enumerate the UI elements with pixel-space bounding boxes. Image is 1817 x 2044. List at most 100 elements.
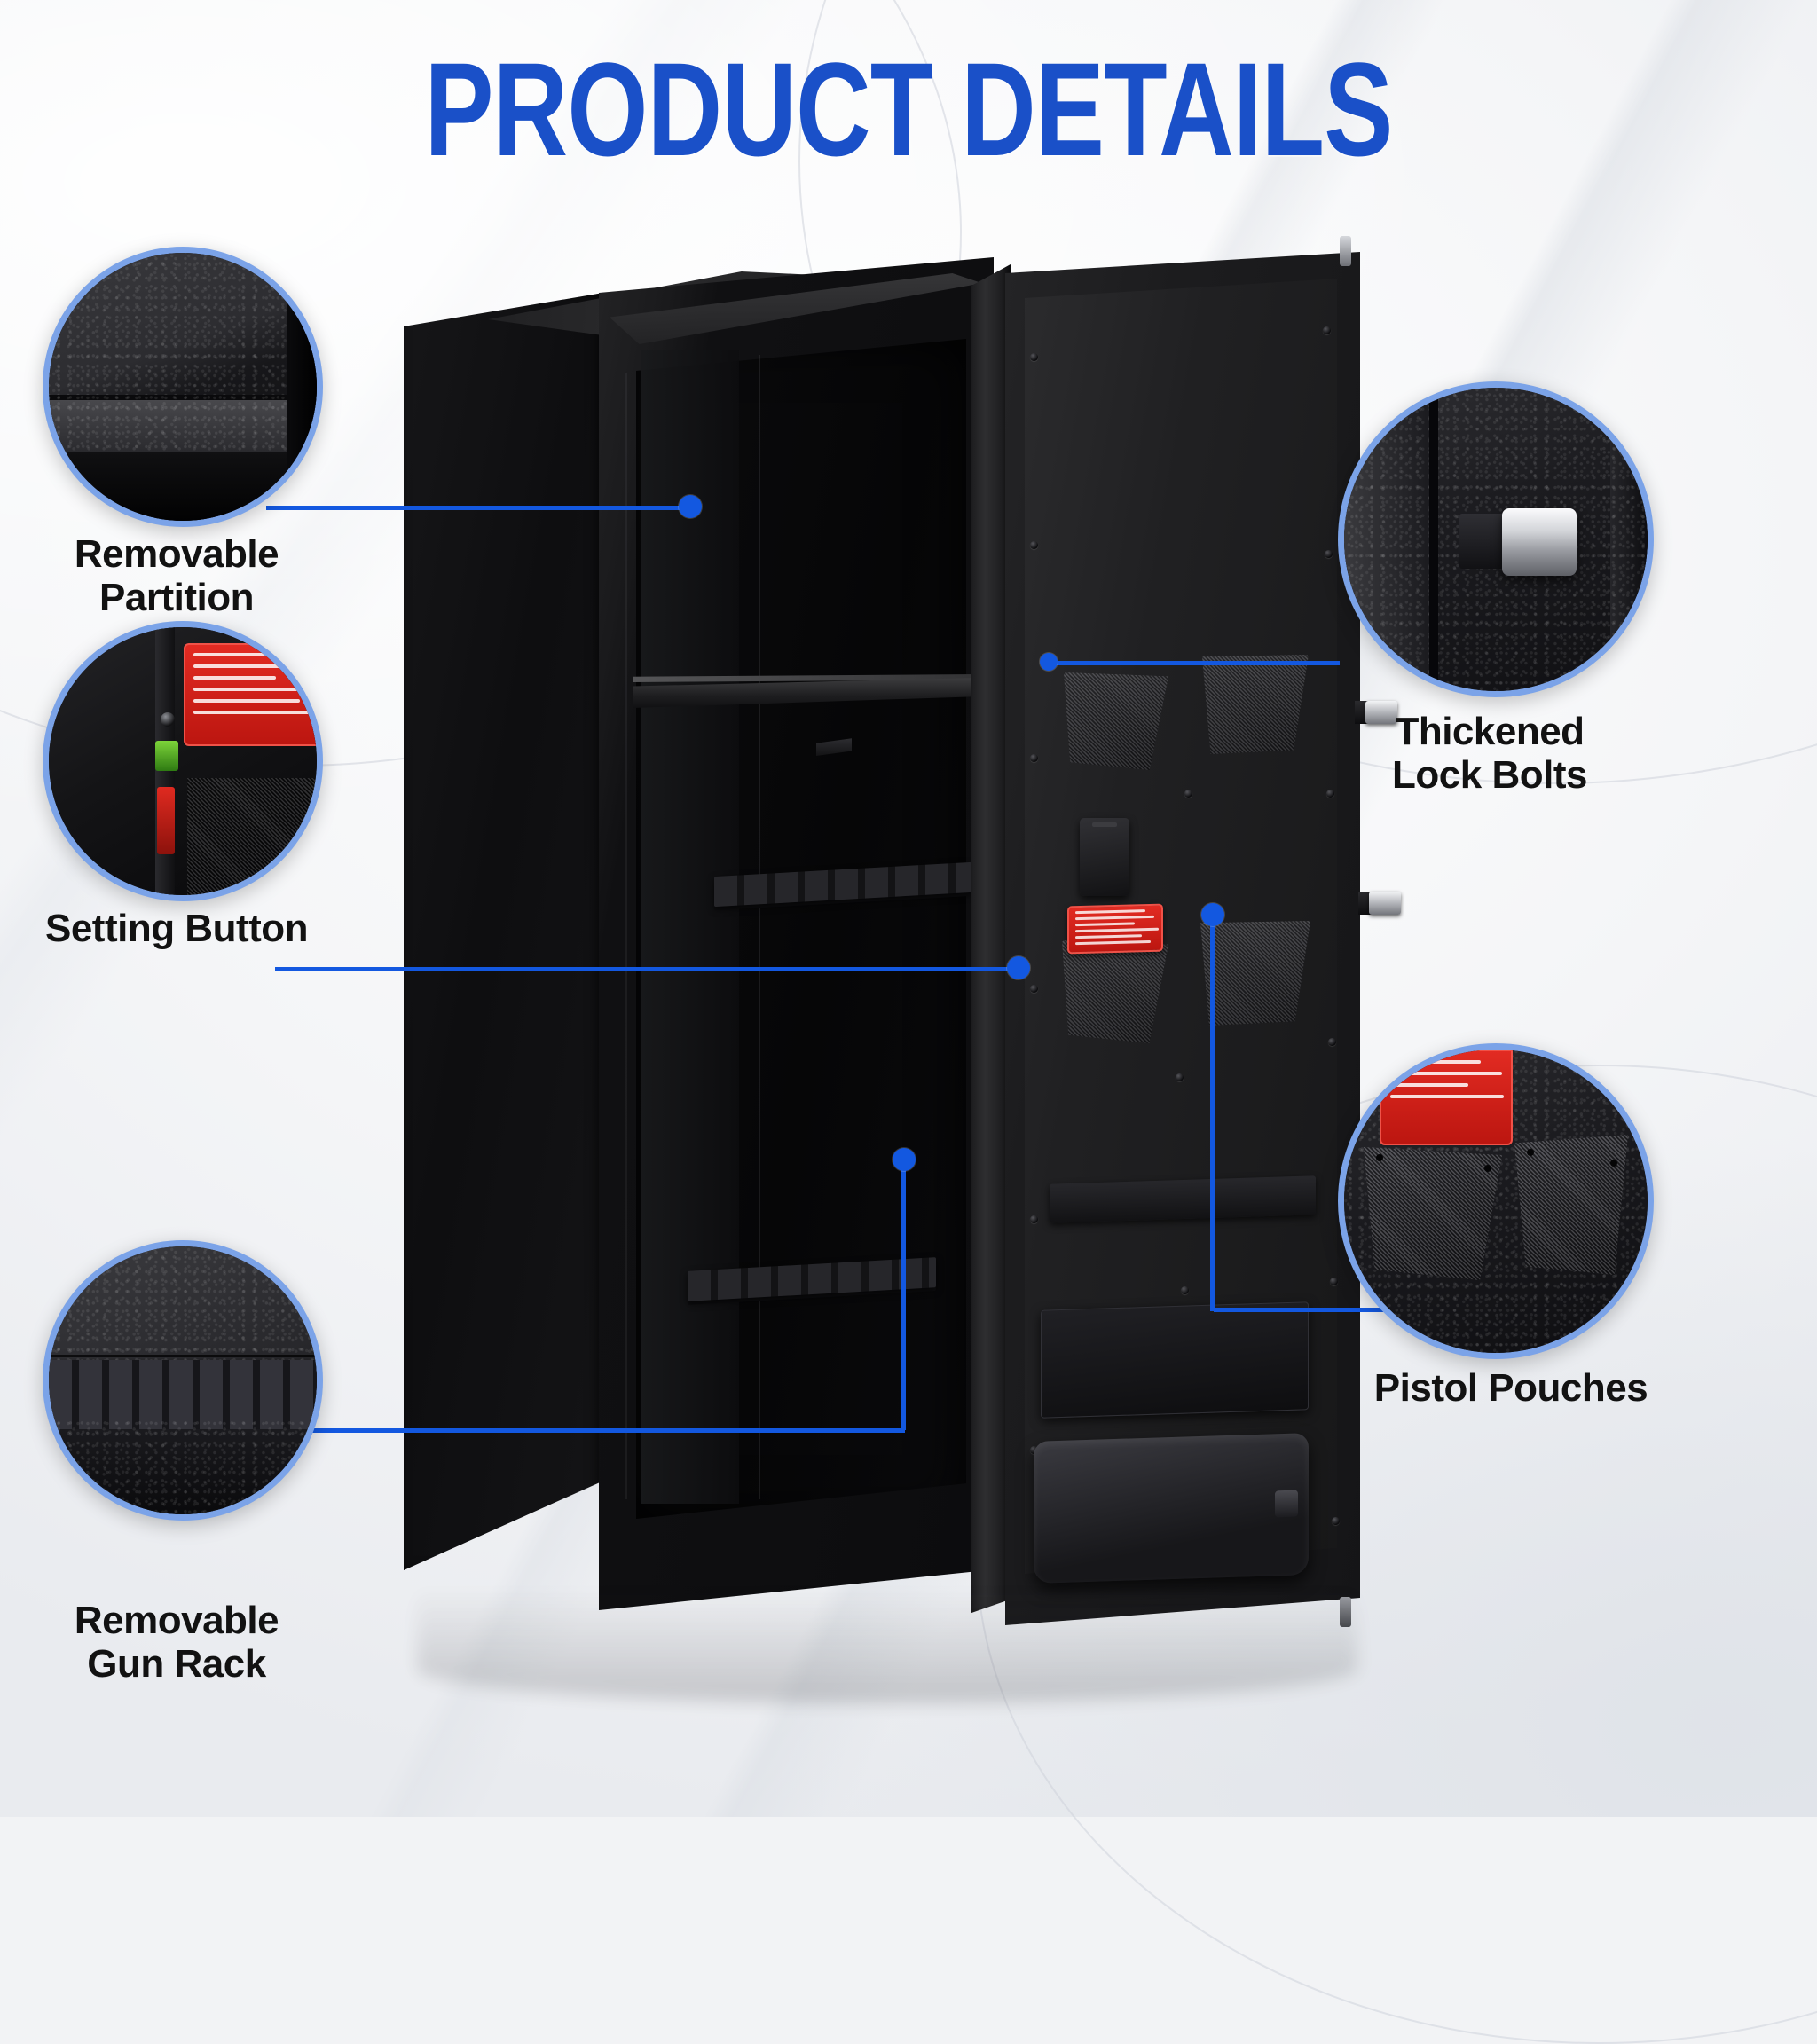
callout-label-removable-partition: Removable Partition [74,532,279,620]
floor-reflection [417,1588,1357,1703]
pistol-pouch-right-detail [1514,1135,1628,1275]
pistol-pouch-top-right [1202,655,1309,754]
removable-partition-edge [633,674,979,682]
bolt-housing [1459,514,1507,569]
setting-button-icon[interactable] [161,712,175,727]
interior-clip [816,738,852,756]
pouch-stud [1376,1154,1383,1161]
pistol-pouch-top-left [1064,672,1168,770]
partition-detail-image [49,253,317,521]
red-warning-label-detail [184,643,317,746]
cabinet-side-seam [625,373,627,1499]
pouch-mesh-detail [187,778,317,895]
connector-line-removable-partition [266,506,688,510]
warning-text-line [1075,915,1155,921]
mesh-texture [187,778,317,895]
callout-dot-removable-gun-rack [893,1148,916,1171]
door-rivet [1030,541,1038,549]
connector-line-lock-bolts [1047,661,1340,665]
partition-shadow [49,452,317,521]
door-hinge-pin-bottom [1340,1597,1351,1627]
page-title: PRODUCT DETAILS [424,35,1393,184]
door-large-padded-pouch [1034,1433,1309,1584]
connector-line-gun-rack-h [293,1428,905,1433]
lock-bolt-bottom [1369,892,1401,915]
hammered-texture [1344,388,1438,691]
door-hinge-pin-top [1340,236,1351,266]
callout-label-setting-button: Setting Button [44,907,309,950]
door-rivet [1030,985,1038,993]
door-rivet [1184,790,1192,798]
hammered-texture [49,1420,317,1514]
partition-shelf-edge [49,395,317,457]
frame-detail [1606,388,1648,691]
pouch-stud [1484,1165,1491,1172]
partition-seam [49,395,317,400]
warning-text-line [1075,909,1146,915]
pistol-pouch-left-detail [1364,1147,1502,1280]
pouch-stud [1527,1149,1534,1156]
callout-label-pistol-pouches: Pistol Pouches [1373,1366,1648,1410]
pistol-pouch-mid-left [1062,940,1168,1043]
setting-button-detail-image [49,627,317,895]
connector-line-pistol-pouches-h [1214,1308,1427,1312]
callout-dot-removable-partition [679,495,702,518]
callout-dot-setting-button [1007,956,1030,979]
callout-dot-thickened-lock-bolts [1040,653,1058,671]
warning-text-line [1075,939,1152,946]
detail-circle-removable-gun-rack [43,1240,323,1521]
red-warning-label-detail [1380,1050,1513,1145]
cabinet-interior-wall [641,350,739,1504]
pouch-stud [1610,1160,1617,1167]
hammered-texture [1606,388,1648,691]
detail-circle-removable-partition [43,247,323,527]
lock-bolt-middle [1365,701,1397,724]
door-rivet [1332,1517,1340,1525]
callout-label-thickened-lock-bolts: Thickened Lock Bolts [1392,710,1587,798]
callout-label-removable-gun-rack: Removable Gun Rack [74,1599,279,1686]
door-rivet [1326,790,1334,798]
warning-text-line [1075,927,1159,933]
door-elastic-strap [1050,1175,1316,1223]
warning-text-line [1075,922,1135,927]
door-rivet [1323,326,1331,334]
rack-screw [84,1271,93,1280]
door-rivet [1030,1215,1038,1223]
door-edge [971,264,1011,1613]
rack-top-seam [49,1355,317,1357]
door-rivet [1176,1073,1184,1081]
detail-circle-setting-button [43,621,323,901]
hammered-texture [49,395,317,457]
product-image-gun-safe [404,236,1401,1765]
callout-dot-pistol-pouches [1201,903,1224,926]
warning-text-line [1075,934,1142,939]
detail-circle-thickened-lock-bolts [1338,381,1654,697]
mesh-texture [1514,1135,1628,1275]
detail-circle-pistol-pouches [1338,1043,1654,1359]
red-strip [157,787,175,854]
door-rivet [1030,353,1038,361]
door-rivet [1181,1286,1189,1294]
status-led [155,741,178,771]
cabinet-left-panel [404,293,603,1570]
door-rivet [1030,754,1038,762]
partition-side-wall [287,253,317,521]
door-gap [1429,388,1438,691]
door-rivet [1328,1038,1336,1046]
red-warning-label [1067,903,1163,955]
rack-shadow [49,1420,317,1514]
lock-bolt-detail-image [1344,388,1648,691]
door-document-pocket [1041,1301,1309,1419]
door-keypad-module [1080,818,1129,896]
gun-rack-detail-image [49,1246,317,1514]
connector-line-setting-button [275,967,1016,971]
door-edge-detail [1344,388,1438,691]
gun-rack-notched-bar [49,1360,317,1429]
door-rivet [1330,1278,1338,1285]
chrome-lock-bolt [1502,508,1577,576]
mesh-texture [1364,1147,1502,1280]
connector-line-gun-rack-v [901,1162,906,1430]
pistol-pouch-detail-image [1344,1050,1648,1353]
door-rivet [1325,550,1333,558]
pistol-pouch-mid-right [1200,921,1310,1026]
